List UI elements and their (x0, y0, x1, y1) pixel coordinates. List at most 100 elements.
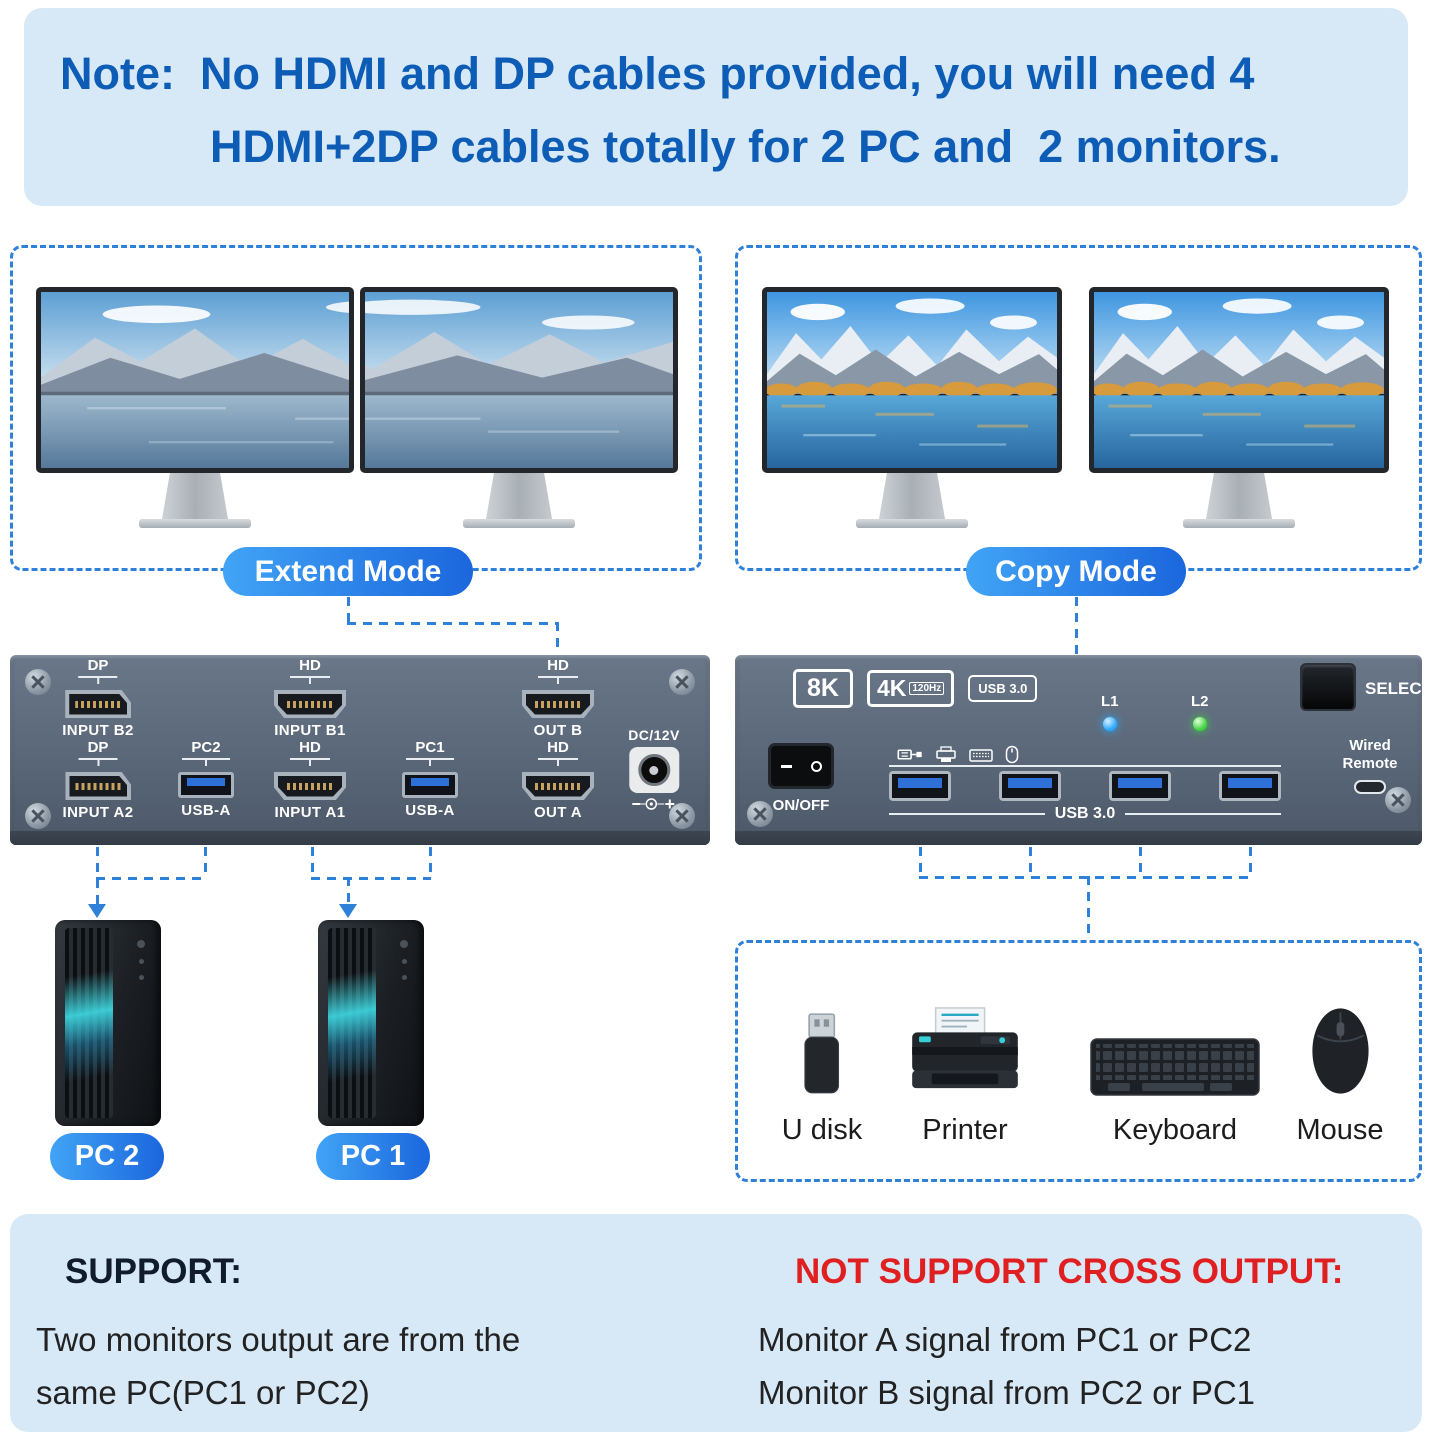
led-l2-label: L2 (1191, 693, 1209, 710)
connector-copy-line (1075, 597, 1078, 654)
power-switch (768, 743, 834, 789)
printer-icon-large (912, 1007, 1018, 1089)
not-support-line-1: Monitor A signal from PC1 or PC2 (758, 1321, 1252, 1358)
led-l2-indicator (1192, 717, 1207, 731)
monitor-stand (486, 473, 552, 519)
note-banner: Note: No HDMI and DP cables provided, yo… (24, 8, 1408, 206)
kvm-rear-panel: DP INPUT B2 HD INPUT B1 HD OUT B DP INPU… (10, 655, 710, 845)
copy-mode-pill: Copy Mode (966, 547, 1186, 596)
screw-icon (669, 803, 695, 829)
copy-monitor-left (762, 287, 1062, 528)
peripheral-keyboard: Keyboard (1090, 975, 1260, 1147)
power-switch-group: ON/OFF (768, 743, 834, 814)
screw-icon (1385, 787, 1411, 813)
usb-bracket-line (889, 765, 1281, 767)
peripheral-mouse: Mouse (1296, 975, 1384, 1147)
dc-jack (628, 747, 679, 793)
support-line-2: same PC(PC1 or PC2) (36, 1373, 370, 1411)
usb-a-port (402, 772, 458, 798)
pc-front-buttons (400, 940, 408, 980)
landscape-image (365, 292, 673, 468)
connector-extend-line (556, 622, 559, 654)
pc-glow-stripe (328, 928, 376, 1118)
keyboard-icon (969, 748, 993, 762)
arrow-to-pc1 (339, 904, 357, 918)
printer-label: Printer (922, 1114, 1008, 1146)
not-support-body: Monitor A signal from PC1 or PC2 Monitor… (758, 1314, 1255, 1420)
port-label-top: HD (290, 657, 330, 678)
usb-a-port (178, 772, 234, 798)
badge-8k: 8K (793, 669, 853, 708)
copy-mode-label: Copy Mode (995, 554, 1157, 588)
note-line-2: HDMI+2DP cables totally for 2 PC and 2 m… (210, 120, 1281, 172)
arrow-to-pc2 (88, 904, 106, 918)
led-l2: L2 (1191, 693, 1209, 731)
monitor-stand (879, 473, 945, 519)
not-support-line-2: Monitor B signal from PC2 or PC1 (758, 1373, 1256, 1411)
usb-port-dot (401, 959, 407, 964)
monitor-base (1183, 519, 1295, 528)
connector-pc2-line (204, 847, 207, 879)
power-on-mark (780, 764, 792, 768)
peripheral-printer: Printer (906, 975, 1024, 1147)
extend-mode-label: Extend Mode (254, 554, 442, 588)
screw-icon (25, 669, 51, 695)
usb3-port-1 (889, 771, 951, 801)
port-label-bottom: INPUT A2 (62, 804, 134, 821)
connector-pc1-line (311, 847, 314, 879)
copy-monitor-right (1089, 287, 1389, 528)
pc1-label: PC 1 (340, 1140, 406, 1172)
displayport-port (65, 772, 131, 800)
led-l1-indicator (1102, 717, 1117, 731)
usb-port-dot (401, 975, 407, 980)
connector-pc2-line (96, 877, 206, 880)
hdmi-port (274, 690, 346, 718)
connector-pc2-line (96, 847, 99, 905)
port-label-bottom: OUT A (533, 804, 583, 821)
landscape-image (41, 292, 349, 468)
port-label-bottom: INPUT B1 (274, 722, 346, 739)
port-group-dc-power: DC/12V (628, 727, 679, 811)
displayport-port (64, 690, 131, 718)
monitor-stand (1206, 473, 1272, 519)
screw-icon (25, 803, 51, 829)
connector-usb-line (919, 876, 1252, 879)
usb-cable-icon (897, 749, 922, 760)
mouse-label: Mouse (1296, 1114, 1384, 1146)
dc-label: DC/12V (628, 727, 680, 743)
footer-banner: SUPPORT: Two monitors output are from th… (10, 1214, 1422, 1432)
hdmi-port (522, 690, 594, 718)
connector-pc1-line (347, 877, 350, 905)
port-label-top: DP (78, 657, 118, 678)
port-group-dp-input-b2: DP INPUT B2 (62, 657, 134, 739)
monitor-base (463, 519, 575, 528)
usb-port-dot (138, 975, 144, 980)
port-group-hdmi-input-b1: HD INPUT B1 (274, 657, 346, 739)
power-button-icon (400, 940, 408, 948)
wired-remote-label-2: Remote (1342, 755, 1398, 772)
port-label-top: PC1 (406, 739, 454, 760)
pc2-label: PC 2 (74, 1140, 140, 1172)
monitor-stand (162, 473, 228, 519)
connector-usb-line (1029, 847, 1032, 878)
wired-remote-group: Wired Remote (1327, 737, 1413, 794)
usb3-port-2 (999, 771, 1061, 801)
landscape-image (1094, 292, 1384, 468)
printer-icon (936, 746, 956, 762)
usb-port-dot (138, 959, 144, 964)
screw-icon (669, 669, 695, 695)
port-label-bottom: OUT B (533, 722, 583, 739)
connector-extend-line (347, 597, 350, 624)
wired-remote-port (1354, 780, 1386, 794)
support-body: Two monitors output are from the same PC… (36, 1314, 520, 1420)
port-label-top: HD (538, 739, 578, 760)
port-label-top: PC2 (182, 739, 230, 760)
select-label: SELECT (1365, 679, 1432, 698)
monitor-screen (1089, 287, 1389, 473)
note-line-1: Note: No HDMI and DP cables provided, yo… (60, 48, 1255, 99)
led-l1-label: L1 (1101, 693, 1119, 710)
